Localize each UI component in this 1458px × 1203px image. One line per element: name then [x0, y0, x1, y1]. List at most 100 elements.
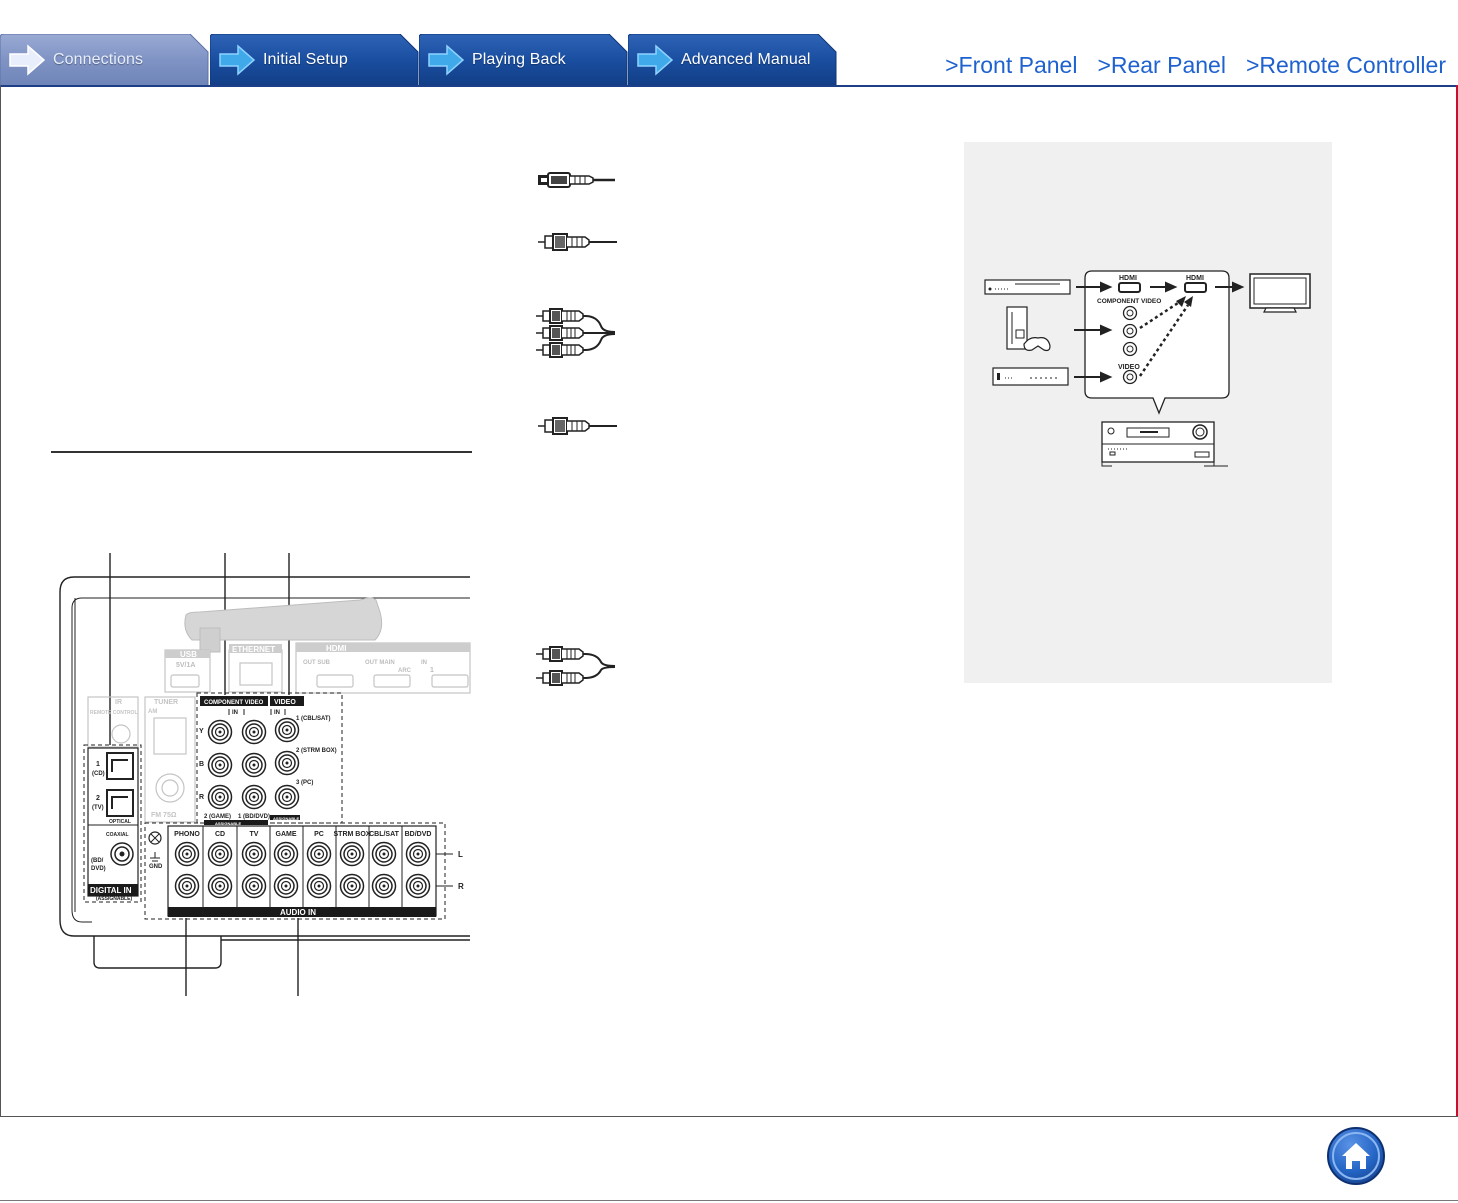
hdmi-out-main-label: OUT MAIN — [365, 660, 395, 666]
diagram-rca-jack — [1122, 369, 1138, 385]
component-input-2: 2 (GAME) — [204, 814, 231, 820]
hdmi-out-sub-label: OUT SUB — [303, 660, 331, 666]
component-row-y: Y — [199, 728, 204, 735]
audio-in-column-label: TV — [250, 831, 259, 838]
tab-shape — [210, 34, 419, 86]
audio-in-jack-r — [207, 873, 233, 899]
composite-video-jack — [274, 784, 300, 810]
audio-in-jack-l — [306, 841, 332, 867]
component-row-b: B — [199, 761, 204, 768]
arrow-right-icon — [637, 44, 674, 76]
tuner-label: TUNER — [154, 699, 178, 706]
audio-in-column-label: CD — [215, 831, 225, 838]
audio-in-jack-r — [273, 873, 299, 899]
tv-icon — [1249, 273, 1311, 313]
audio-in-jack-r — [241, 873, 267, 899]
component-video-jack — [207, 784, 233, 810]
tab-label: Playing Back — [472, 51, 566, 68]
tab-initial-setup[interactable]: Initial Setup — [210, 34, 420, 86]
rca-plug — [536, 342, 585, 358]
composite-video-jack — [274, 717, 300, 743]
link-front-panel[interactable]: >Front Panel — [945, 52, 1078, 78]
tab-advanced-manual[interactable]: Advanced Manual — [628, 34, 838, 86]
audio-in-jack-r — [339, 873, 365, 899]
tab-label: Connections — [53, 51, 144, 68]
component-input-1: 1 (BD/DVD) — [238, 814, 270, 820]
component-video-jack — [241, 719, 267, 745]
rca-plug — [536, 646, 585, 662]
optical-digital-cable-icon — [538, 172, 615, 188]
gnd-label: GND — [149, 864, 163, 870]
component-row-r: R — [199, 794, 204, 801]
tab-label: Initial Setup — [263, 51, 348, 68]
section-divider — [51, 451, 472, 453]
hdmi-arc-label: ARC — [398, 668, 412, 674]
audio-in-jack-r — [371, 873, 397, 899]
home-button[interactable] — [1326, 1126, 1386, 1186]
composite-video-jack — [274, 750, 300, 776]
video-jacks — [207, 717, 300, 810]
link-remote-controller[interactable]: >Remote Controller — [1245, 52, 1446, 78]
digital-in-title: DIGITAL IN — [90, 886, 132, 895]
frame-border-right — [1456, 85, 1458, 1117]
component-video-group: COMPONENT VIDEO IN Y B R 2 (GAME) 1 (BD/… — [199, 696, 270, 826]
audio-in-column-label: CBL/SAT — [369, 831, 400, 838]
audio-in-jack-l — [371, 841, 397, 867]
audio-in-jack-l — [339, 841, 365, 867]
component-video-jack — [241, 784, 267, 810]
video-input-2: 2 (STRM BOX) — [296, 748, 337, 754]
audio-channel-l: L — [458, 850, 463, 859]
tuner-am-label: AM — [148, 709, 157, 715]
tuner-fm-label: FM 75Ω — [151, 812, 177, 819]
video-assignable: ASSIGNABLE — [273, 816, 300, 821]
coaxial-sub-2: DVD) — [91, 866, 106, 872]
diagram-component-label: COMPONENT VIDEO — [1097, 298, 1161, 305]
tab-connections[interactable]: Connections — [0, 34, 210, 86]
audio-in-jack-l — [405, 841, 431, 867]
video-input-3: 3 (PC) — [296, 780, 313, 786]
audio-in-column-label: BD/DVD — [405, 831, 432, 838]
arrow-right-icon — [9, 44, 46, 76]
rca-plug — [536, 670, 585, 686]
component-video-jack — [241, 752, 267, 778]
game-console-icon — [1006, 306, 1051, 352]
usb-power-label: 5V/1A — [176, 662, 195, 669]
connection-diagram: HDMI HDMI COMPONENT VIDEO VIDEO — [984, 270, 1311, 467]
frame-border-left — [0, 85, 1, 1117]
arrow-right-icon — [219, 44, 256, 76]
coaxial-label: COAXIAL — [106, 832, 129, 838]
audio-in-jack-r — [174, 873, 200, 899]
component-in-label: IN — [232, 710, 238, 716]
audio-in-group: AUDIO IN GND L R — [148, 825, 464, 917]
tab-shape — [0, 34, 209, 86]
hdmi-in-1-label: 1 — [430, 667, 434, 674]
hdmi-in-label: IN — [421, 660, 427, 666]
audio-in-jack-r — [405, 873, 431, 899]
home-icon — [1327, 1127, 1385, 1185]
video-input-1: 1 (CBL/SAT) — [296, 716, 331, 722]
video-group: VIDEO IN 1 (CBL/SAT) 2 (STRM BOX) 3 (PC)… — [270, 696, 337, 821]
link-rear-panel[interactable]: >Rear Panel — [1097, 52, 1226, 78]
analog-audio-cable-icon — [536, 646, 616, 686]
page-bottom-rule — [0, 1200, 1458, 1201]
component-assignable: ASSIGNABLE — [215, 821, 242, 826]
component-video-cable-icon — [536, 308, 616, 358]
audio-in-column-label: STRM BOX — [334, 831, 371, 838]
arrow-right-icon — [428, 44, 465, 76]
diagram-rca-jack — [1122, 305, 1138, 321]
component-video-jack — [207, 752, 233, 778]
panel-links: >Front Panel >Rear Panel >Remote Control… — [945, 52, 1446, 79]
ir-remote-control-label: REMOTE CONTROL — [90, 710, 138, 716]
optical-2-label: 2 — [96, 795, 100, 802]
audio-channel-r: R — [458, 882, 464, 891]
audio-in-jack-l — [241, 841, 267, 867]
rca-plug — [536, 325, 585, 341]
frame-border-bottom — [0, 1116, 1458, 1117]
tab-shape — [628, 34, 837, 86]
tab-playing-back[interactable]: Playing Back — [419, 34, 629, 86]
ir-label: IR — [115, 699, 122, 706]
receiver-callout — [1084, 270, 1230, 415]
digital-in-group: 1 (CD) 2 (TV) OPTICAL COAXIAL (BD/ DVD) … — [87, 747, 139, 902]
audio-in-jack-r — [306, 873, 332, 899]
audio-in-jack-l — [273, 841, 299, 867]
